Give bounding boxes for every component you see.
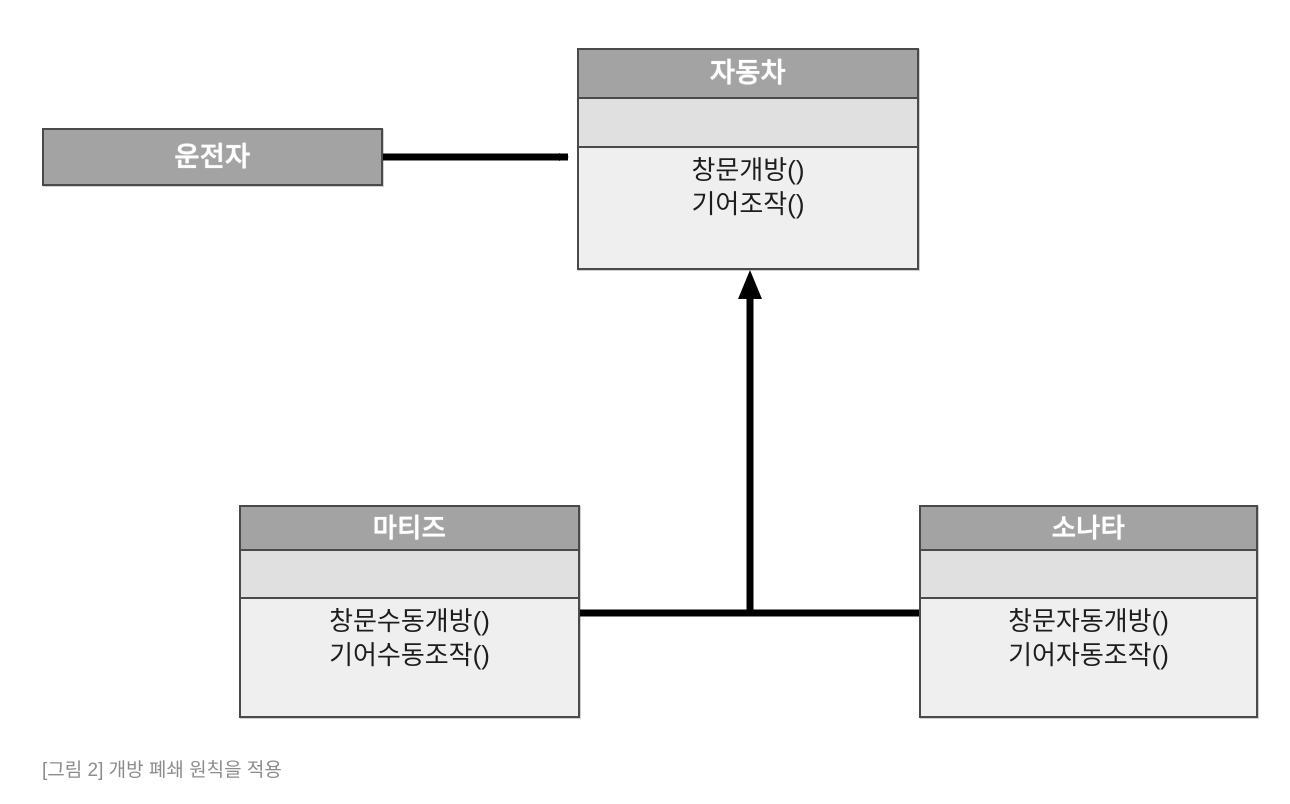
uml-class-driver[interactable]: 운전자 <box>42 128 383 186</box>
uml-class-matiz-methods: 창문수동개방() 기어수동조작() <box>241 599 578 716</box>
generalization-arrowhead-icon <box>738 270 762 299</box>
uml-method-item: 창문개방() <box>691 155 805 185</box>
uml-class-car-name: 자동차 <box>579 50 917 99</box>
figure-caption: [그림 2] 개방 폐쇄 원칙을 적용 <box>42 760 282 781</box>
uml-class-sonata-name: 소나타 <box>921 507 1256 551</box>
uml-class-car-attributes <box>579 99 917 148</box>
uml-class-matiz-attributes <box>241 551 578 599</box>
uml-method-item: 기어수동조작() <box>329 639 490 670</box>
uml-class-car[interactable]: 자동차 창문개방() 기어조작() <box>577 48 919 270</box>
uml-method-item: 기어조작() <box>691 188 805 219</box>
uml-class-sonata[interactable]: 소나타 창문자동개방() 기어자동조작() <box>919 505 1258 718</box>
uml-method-item: 창문수동개방() <box>329 606 490 636</box>
uml-class-car-methods: 창문개방() 기어조작() <box>579 148 917 268</box>
uml-class-driver-name: 운전자 <box>44 130 381 184</box>
uml-method-item: 기어자동조작() <box>1008 639 1169 670</box>
uml-method-item: 창문자동개방() <box>1008 606 1169 636</box>
uml-class-matiz-name: 마티즈 <box>241 507 578 551</box>
uml-class-sonata-methods: 창문자동개방() 기어자동조작() <box>921 599 1256 716</box>
uml-class-matiz[interactable]: 마티즈 창문수동개방() 기어수동조작() <box>239 505 580 718</box>
uml-class-sonata-attributes <box>921 551 1256 599</box>
